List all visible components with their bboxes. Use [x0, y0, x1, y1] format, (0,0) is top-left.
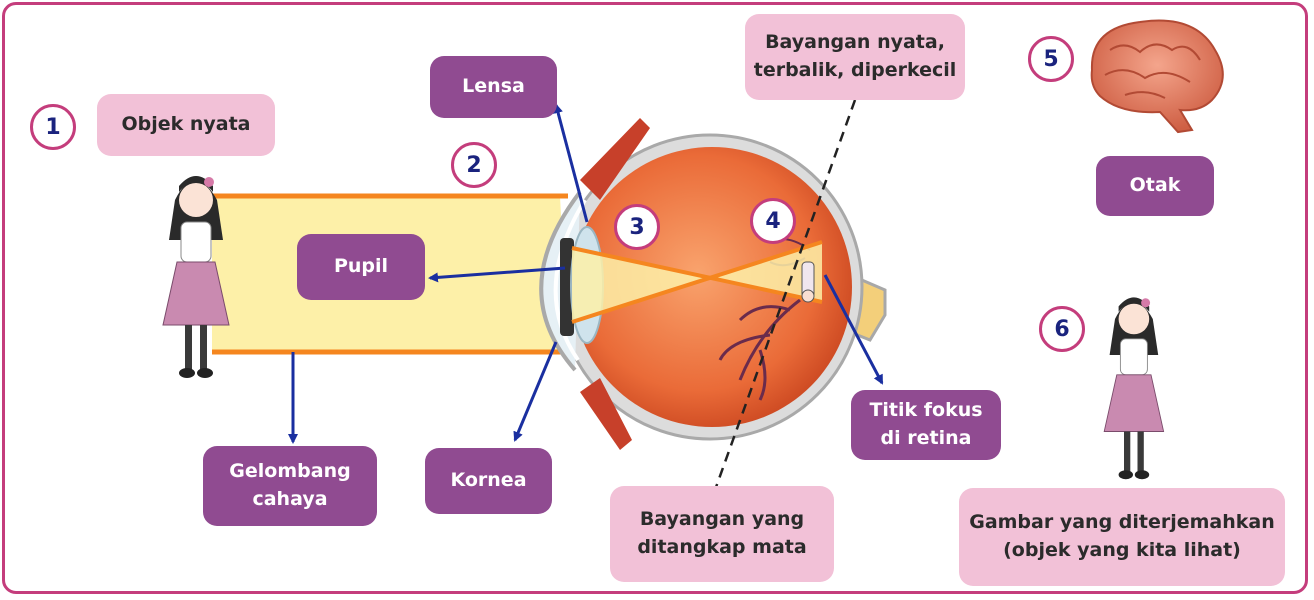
label-gelombang-cahaya: Gelombang cahaya: [203, 446, 377, 526]
dashed-guide: [713, 99, 857, 491]
label-titik-fokus: Titik fokus di retina: [851, 390, 1001, 460]
inverted-image-icon: [801, 261, 815, 303]
step-number-1: 1: [30, 104, 76, 150]
label-pupil: Pupil: [297, 234, 425, 300]
arrow-icon: [513, 341, 558, 442]
label-otak: Otak: [1096, 156, 1214, 216]
step-number-2: 2: [451, 142, 497, 188]
step-number-6: 6: [1039, 306, 1085, 352]
girl-figure-icon: [162, 176, 230, 378]
label-gambar-diterjemahkan: Gambar yang diterjemahkan (objek yang ki…: [959, 488, 1285, 586]
step-number-3: 3: [614, 204, 660, 250]
label-lensa: Lensa: [430, 56, 557, 118]
label-bayangan-ditangkap: Bayangan yang ditangkap mata: [610, 486, 834, 582]
step-number-5: 5: [1028, 36, 1074, 82]
arrow-icon: [823, 274, 884, 385]
arrow-icon: [428, 266, 566, 283]
brain-icon: [1090, 19, 1224, 134]
girl-figure-icon: [1103, 297, 1165, 480]
label-objek-nyata: Objek nyata: [97, 94, 275, 156]
step-number-4: 4: [750, 198, 796, 244]
label-kornea: Kornea: [425, 448, 552, 514]
label-bayangan-nyata: Bayangan nyata, terbalik, diperkecil: [745, 14, 965, 100]
arrow-icon: [553, 103, 589, 223]
